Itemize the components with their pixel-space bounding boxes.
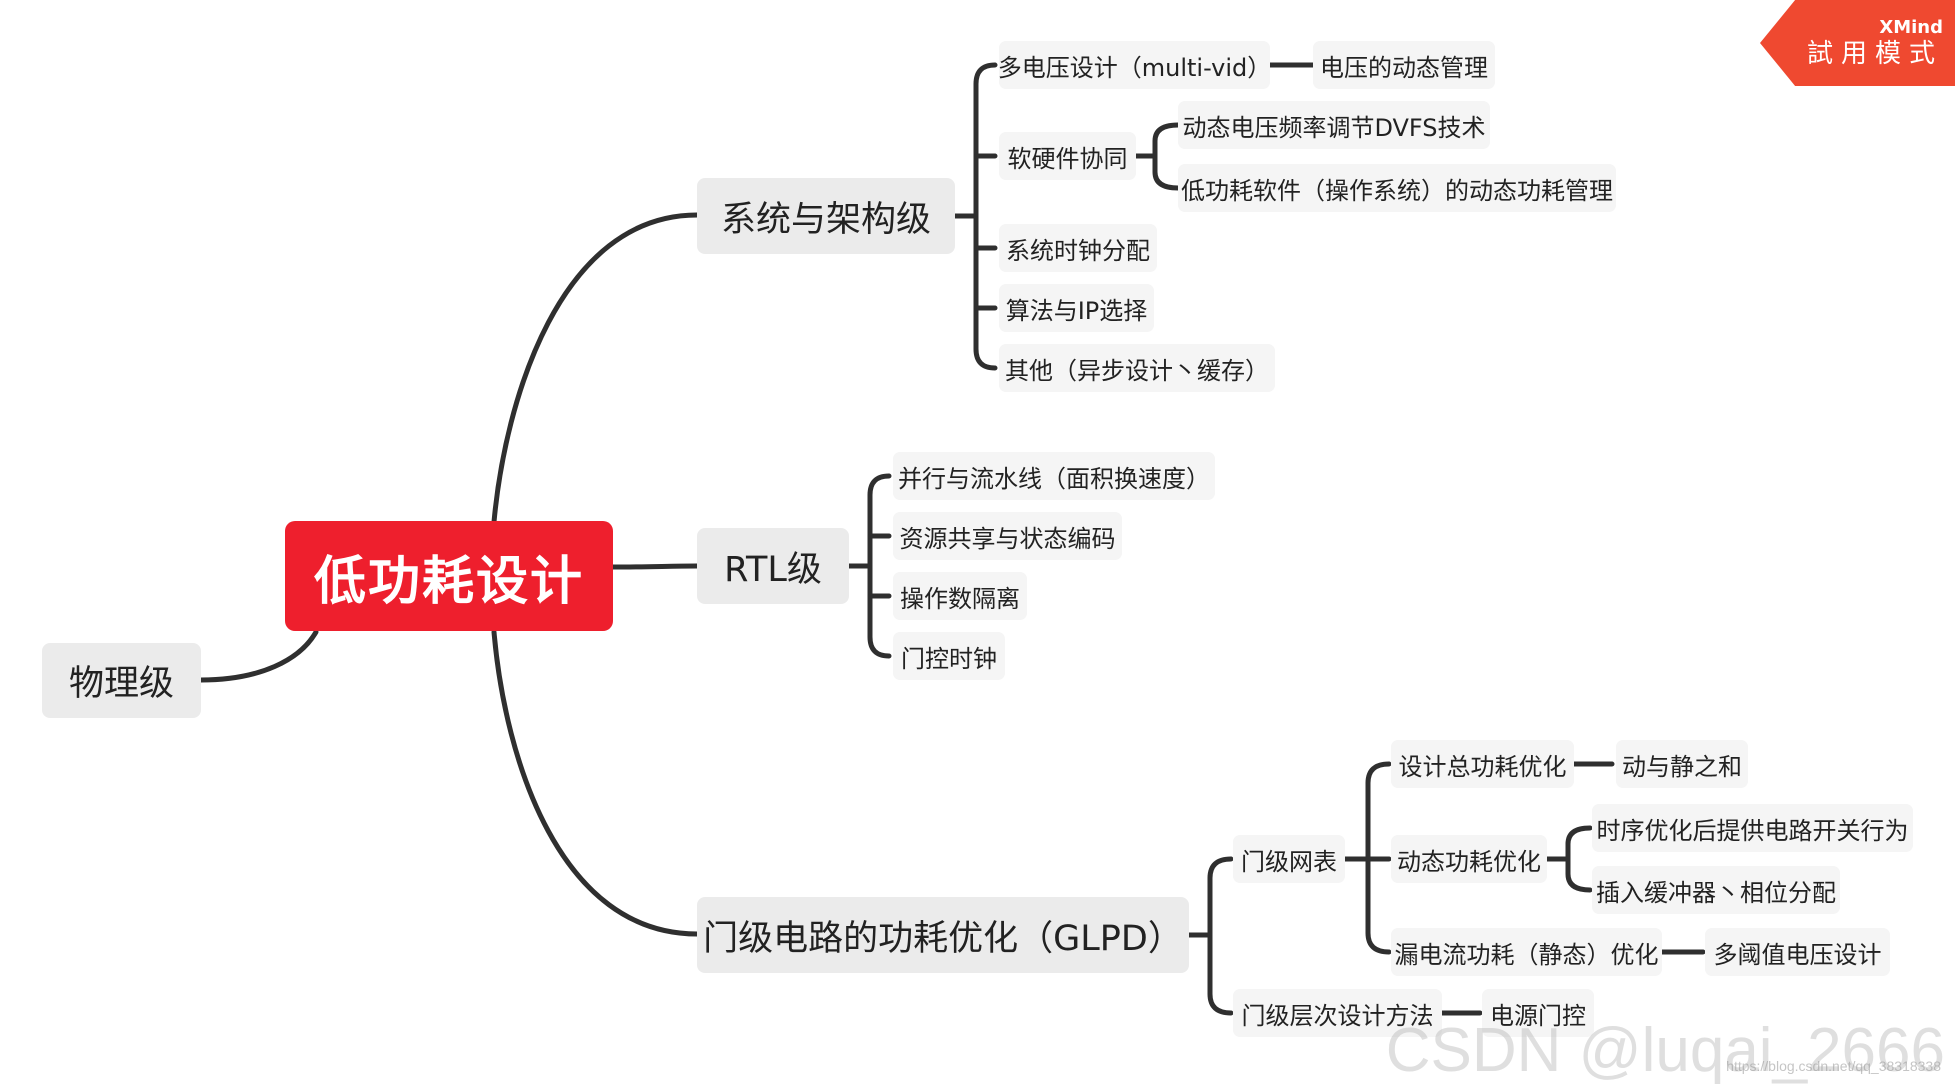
subtopic-voltage-dynamic-management[interactable]: 电压的动态管理 (1313, 41, 1495, 89)
bracket-rtl (867, 473, 892, 659)
link-root-physical (198, 629, 319, 683)
subtopic-os-power-management[interactable]: 低功耗软件（操作系统）的动态功耗管理 (1178, 164, 1616, 212)
subtopic-power-gating[interactable]: 电源门控 (1482, 989, 1594, 1037)
subtopic-others[interactable]: 其他（异步设计丶缓存） (999, 344, 1275, 392)
topic-gate-level[interactable]: 门级电路的功耗优化（GLPD） (697, 897, 1189, 973)
topic-rtl[interactable]: RTL级 (697, 528, 849, 604)
subtopic-gate-netlist[interactable]: 门级网表 (1233, 835, 1345, 883)
subtopic-insert-buffers[interactable]: 插入缓冲器丶相位分配 (1592, 866, 1840, 914)
subtopic-operand-isolation[interactable]: 操作数隔离 (893, 572, 1027, 620)
subtopic-resource-sharing[interactable]: 资源共享与状态编码 (893, 512, 1122, 560)
subtopic-clock-gating[interactable]: 门控时钟 (893, 632, 1005, 680)
bracket-gate (1207, 856, 1234, 1016)
topic-physical[interactable]: 物理级 (42, 643, 201, 718)
subtopic-dvfs[interactable]: 动态电压频率调节DVFS技术 (1178, 101, 1490, 149)
bracket-hwsw (1152, 122, 1181, 191)
subtopic-parallel-pipeline[interactable]: 并行与流水线（面积换速度） (893, 452, 1215, 500)
bracket-system (973, 62, 998, 371)
subtopic-multi-threshold[interactable]: 多阈值电压设计 (1705, 928, 1890, 976)
subtopic-dynamic-plus-static[interactable]: 动与静之和 (1616, 740, 1748, 788)
subtopic-switching-activity[interactable]: 时序优化后提供电路开关行为 (1592, 804, 1913, 852)
root-topic[interactable]: 低功耗设计 (285, 521, 613, 631)
bracket-dynamic (1565, 825, 1593, 893)
link-root-system (491, 212, 700, 525)
subtopic-dynamic-power-optimization[interactable]: 动态功耗优化 (1391, 835, 1547, 883)
subtopic-leakage-optimization[interactable]: 漏电流功耗（静态）优化 (1391, 928, 1662, 976)
subtopic-system-clock-distribution[interactable]: 系统时钟分配 (999, 224, 1157, 272)
topic-system-architecture[interactable]: 系统与架构级 (697, 178, 955, 254)
subtopic-total-power-optimization[interactable]: 设计总功耗优化 (1391, 740, 1574, 788)
link-root-gate (491, 629, 700, 937)
link-root-rtl (610, 563, 700, 570)
trial-mode-label: 試用模式 (1806, 39, 1943, 69)
xmind-brand-label: XMind (1879, 17, 1943, 38)
subtopic-gate-hierarchy-method[interactable]: 门级层次设计方法 (1233, 989, 1442, 1037)
xmind-trial-badge[interactable]: XMind 試用模式 (1760, 0, 1955, 86)
subtopic-algorithm-ip-selection[interactable]: 算法与IP选择 (999, 284, 1154, 332)
subtopic-multi-voltage[interactable]: 多电压设计（multi-vid） (998, 41, 1271, 89)
subtopic-hw-sw-codesign[interactable]: 软硬件协同 (999, 132, 1136, 180)
